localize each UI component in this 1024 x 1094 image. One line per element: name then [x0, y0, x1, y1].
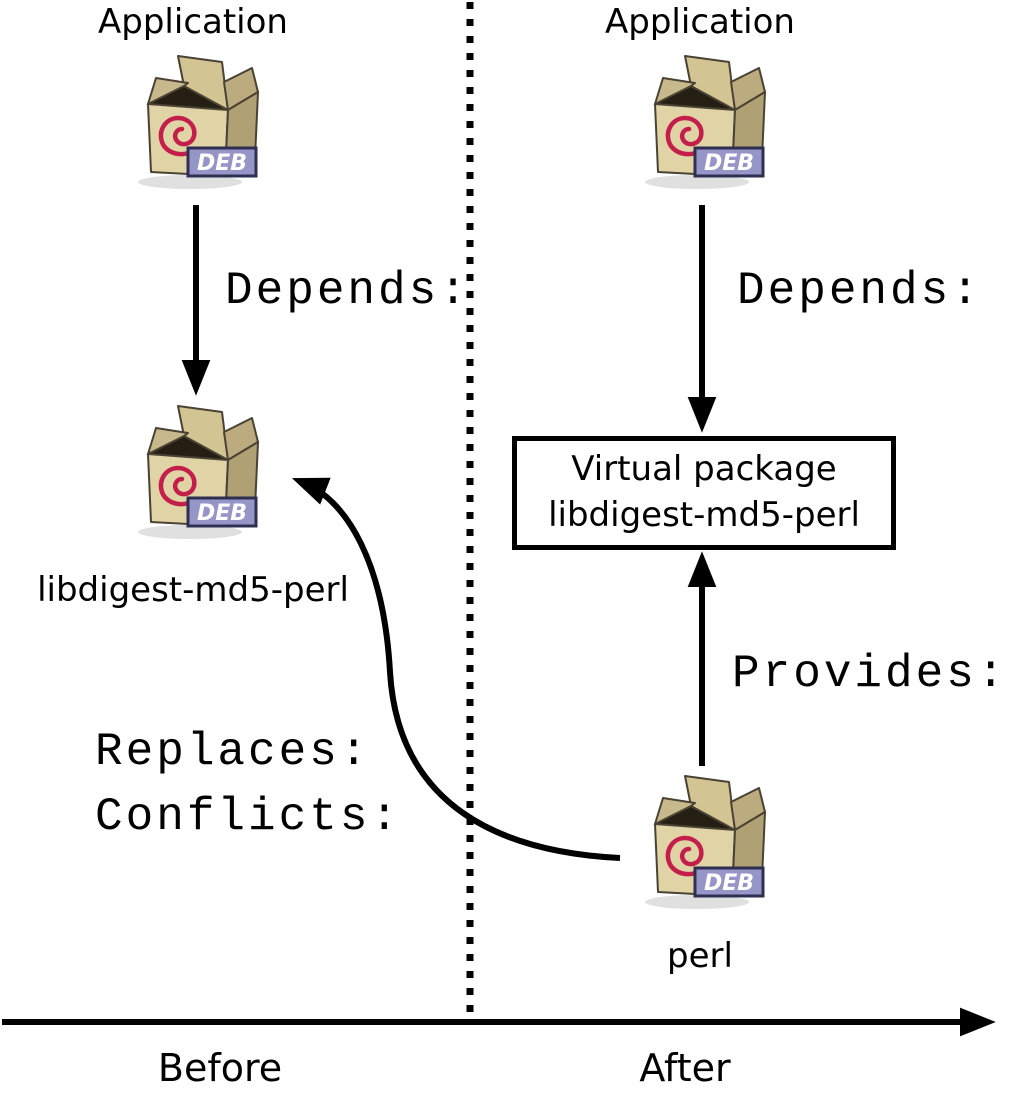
application-label-after: Application	[605, 2, 795, 42]
application-package-icon-before	[138, 56, 258, 189]
replaces-label: Replaces:	[95, 726, 371, 778]
depends-label-after: Depends:	[737, 265, 982, 317]
application-package-icon-after	[645, 56, 765, 189]
virtual-package-box: Virtual package libdigest-md5-perl	[512, 436, 896, 550]
libdigest-md5-perl-label: libdigest-md5-perl	[37, 570, 349, 610]
conflicts-label: Conflicts:	[95, 791, 402, 843]
before-axis-label: Before	[157, 1046, 283, 1090]
virtual-package-line1: Virtual package	[571, 449, 837, 490]
after-axis-label: After	[639, 1046, 731, 1090]
provides-label: Provides:	[732, 648, 1008, 700]
application-label-before: Application	[98, 2, 288, 42]
perl-label: perl	[667, 936, 733, 976]
perl-package-icon	[645, 776, 765, 909]
virtual-package-line2: libdigest-md5-perl	[548, 495, 860, 535]
depends-label-before: Depends:	[225, 265, 470, 317]
replaces-conflicts-arrow	[291, 477, 621, 861]
libdigest-md5-perl-package-icon	[138, 406, 258, 539]
